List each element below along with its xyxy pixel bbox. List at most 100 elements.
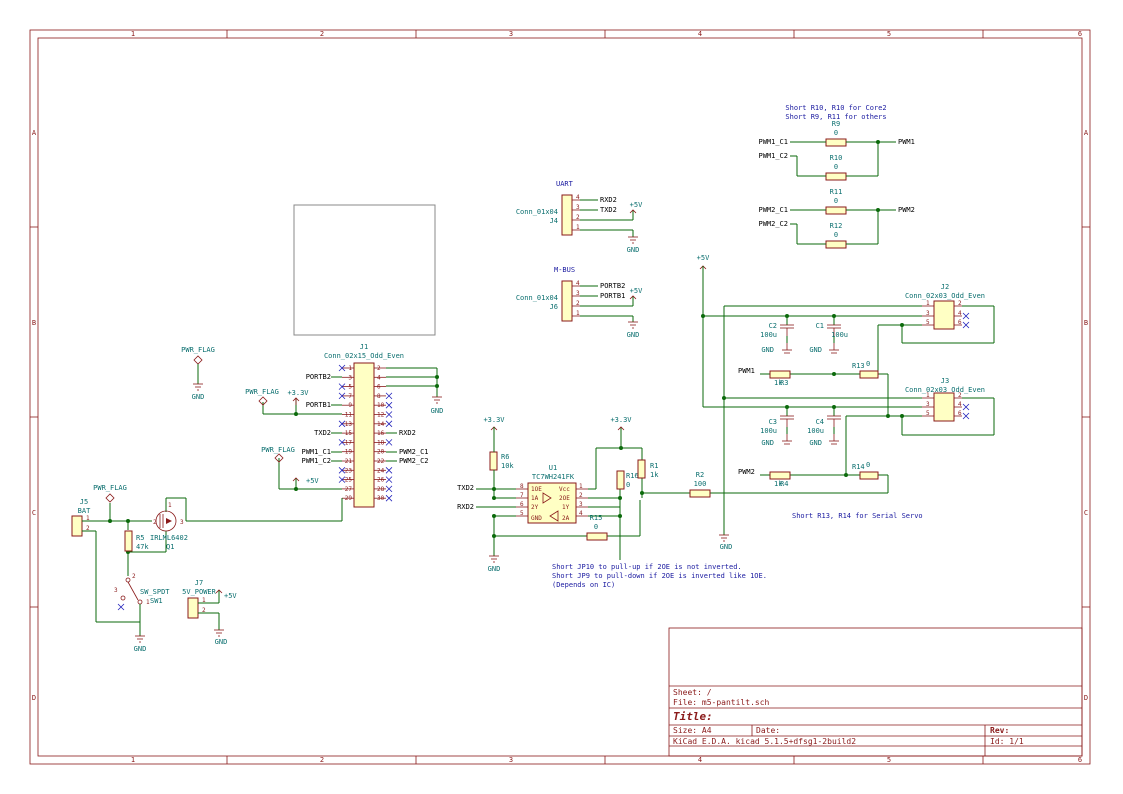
pwr-flag-c: PWR_FLAG bbox=[261, 446, 295, 463]
j1-net-pwm1-c2: PWM1_C2 bbox=[301, 457, 331, 465]
mbus-ref: J6 bbox=[550, 303, 558, 311]
c2-gnd: GND bbox=[761, 346, 774, 354]
j1-pin-12: 12 bbox=[377, 412, 385, 419]
uart-net-rxd2: RXD2 bbox=[600, 196, 617, 204]
pwr-flag-d-label: PWR_FLAG bbox=[93, 484, 127, 492]
pwr-flag-b-label: PWR_FLAG bbox=[245, 388, 279, 396]
frame-col-1-bottom: 1 bbox=[131, 756, 135, 764]
frame-col-6-bottom: 6 bbox=[1078, 756, 1082, 764]
j1-pin-8: 8 bbox=[377, 393, 381, 400]
title-block-id: Id: 1/1 bbox=[990, 737, 1024, 746]
mbus-pin-4: 4 bbox=[576, 280, 580, 287]
j1-pin-17: 17 bbox=[345, 439, 353, 446]
u1-net-txd2: TXD2 bbox=[457, 484, 474, 492]
j1-gnd-symbol: GND bbox=[431, 396, 444, 415]
frame-row-b-right: B bbox=[1084, 319, 1088, 327]
servo-net-pwm2: PWM2 bbox=[738, 468, 755, 476]
mbus-pin-3: 3 bbox=[576, 290, 580, 297]
net-pwm2-c2: PWM2_C2 bbox=[758, 220, 788, 228]
u1-pin-3: 3 bbox=[579, 501, 583, 508]
j2-pin-1: 1 bbox=[926, 300, 930, 307]
j1-pin-30: 30 bbox=[377, 495, 385, 502]
r11-ref: R11 bbox=[830, 188, 843, 196]
r4-value: 1k bbox=[774, 480, 783, 488]
j1-net-rxd2: RXD2 bbox=[399, 429, 416, 437]
mbus-pin-1: 1 bbox=[576, 310, 580, 317]
c1-gnd: GND bbox=[809, 346, 822, 354]
r13-ref: R13 bbox=[852, 362, 865, 370]
u1-3v3-left-label: +3.3V bbox=[483, 416, 505, 424]
uart-title: UART bbox=[556, 180, 574, 188]
c4-value: 100u bbox=[807, 427, 824, 435]
j1-gnd-label: GND bbox=[431, 407, 444, 415]
r10-value: 0 bbox=[834, 163, 838, 171]
uart-value: Conn_01x04 bbox=[516, 208, 558, 216]
servo-net-pwm1: PWM1 bbox=[738, 367, 755, 375]
j1-pin-9: 9 bbox=[348, 402, 352, 409]
r15-value: 0 bbox=[594, 523, 598, 531]
mbus-j6: M-BUS Conn_01x04 J6 4 3 2 1 PORTB2 PORTB… bbox=[516, 266, 643, 339]
j1-net-portb2: PORTB2 bbox=[306, 373, 331, 381]
r5-ref: R5 bbox=[136, 534, 144, 542]
j1-3v3-symbol: +3.3V bbox=[287, 389, 309, 405]
j1-net-pwm1-c1: PWM1_C1 bbox=[301, 448, 331, 456]
u1-buffer-block: U1 TC7WH241FK 8 7 6 5 1 2 3 4 1OE Vcc 1A… bbox=[457, 416, 767, 589]
sw1-pin-2: 2 bbox=[132, 573, 136, 580]
j1-3v3-label: +3.3V bbox=[287, 389, 309, 397]
j1-no-connect-12-b bbox=[385, 411, 393, 418]
j2-pin-6: 6 bbox=[958, 319, 962, 326]
note-jp-line2: Short JP9 to pull-down if 2OE is inverte… bbox=[552, 572, 767, 580]
frame-row-d-right: D bbox=[1084, 694, 1088, 702]
r6-value: 10k bbox=[501, 462, 514, 470]
j1-net-txd2: TXD2 bbox=[314, 429, 331, 437]
j1-pin-10: 10 bbox=[377, 402, 385, 409]
u1-pin-4: 4 bbox=[579, 510, 583, 517]
title-block-rev: Rev: bbox=[990, 726, 1009, 735]
r9-value: 0 bbox=[834, 129, 838, 137]
u1-pin-name-2y: 2Y bbox=[531, 504, 539, 511]
j3-pin-1: 1 bbox=[926, 392, 930, 399]
frame-row-c-left: C bbox=[32, 509, 36, 517]
r4-ref: R4 bbox=[780, 480, 788, 488]
j3-ref: J3 bbox=[941, 377, 949, 385]
j5-value: BAT bbox=[78, 507, 91, 515]
c3-gnd: GND bbox=[761, 439, 774, 447]
j1-5v-label: +5V bbox=[306, 477, 319, 485]
u1-pin-name-1y: 1Y bbox=[562, 504, 570, 511]
frame-col-5-bottom: 5 bbox=[887, 756, 891, 764]
c1-value: 100u bbox=[831, 331, 848, 339]
q1-pin-3: 3 bbox=[180, 519, 184, 526]
j1-no-connect-14-b bbox=[385, 420, 393, 428]
j1-pin-19: 19 bbox=[345, 449, 353, 456]
j1-pin-24: 24 bbox=[377, 467, 385, 474]
u1-pin-name-gnd: GND bbox=[531, 515, 542, 522]
u1-pin-name-1a: 1A bbox=[531, 495, 539, 502]
u1-pin-7: 7 bbox=[520, 492, 524, 499]
uart-ref: J4 bbox=[550, 217, 558, 225]
j1-net-portb1: PORTB1 bbox=[306, 401, 331, 409]
j2-ref: J2 bbox=[941, 283, 949, 291]
j1-no-connect-18-b bbox=[385, 439, 393, 446]
servo-block: +5V bbox=[697, 254, 995, 551]
j1-pin-15: 15 bbox=[345, 430, 353, 437]
pwr-flag-a-gnd: GND bbox=[192, 393, 205, 401]
j1-pin-5: 5 bbox=[348, 384, 352, 391]
j1-pin-16: 16 bbox=[377, 430, 385, 437]
r1-value: 1k bbox=[650, 471, 659, 479]
drawing-frame: 1 2 3 4 5 6 1 2 3 4 5 6 A B C D A B C D bbox=[29, 29, 1091, 765]
j1-no-connect-7-b bbox=[338, 392, 346, 400]
j3-pin-2: 2 bbox=[958, 392, 962, 399]
title-block-size: Size: A4 bbox=[673, 726, 712, 735]
j7-5v-label: +5V bbox=[224, 592, 237, 600]
u1-pin-6: 6 bbox=[520, 501, 524, 508]
uart-j4: UART Conn_01x04 J4 4 3 2 1 RXD2 TXD2 +5V bbox=[516, 180, 643, 254]
note-jp-line1: Short JP10 to pull-up if 2OE is not inve… bbox=[552, 563, 742, 571]
uart-pin-3: 3 bbox=[576, 204, 580, 211]
j1-no-connect-23-b bbox=[338, 467, 346, 474]
u1-pin-2: 2 bbox=[579, 492, 583, 499]
j7-gnd-label: GND bbox=[215, 638, 228, 646]
servo-5v-label: +5V bbox=[697, 254, 710, 262]
c3-value: 100u bbox=[760, 427, 777, 435]
q1-pin-1: 1 bbox=[168, 502, 172, 509]
